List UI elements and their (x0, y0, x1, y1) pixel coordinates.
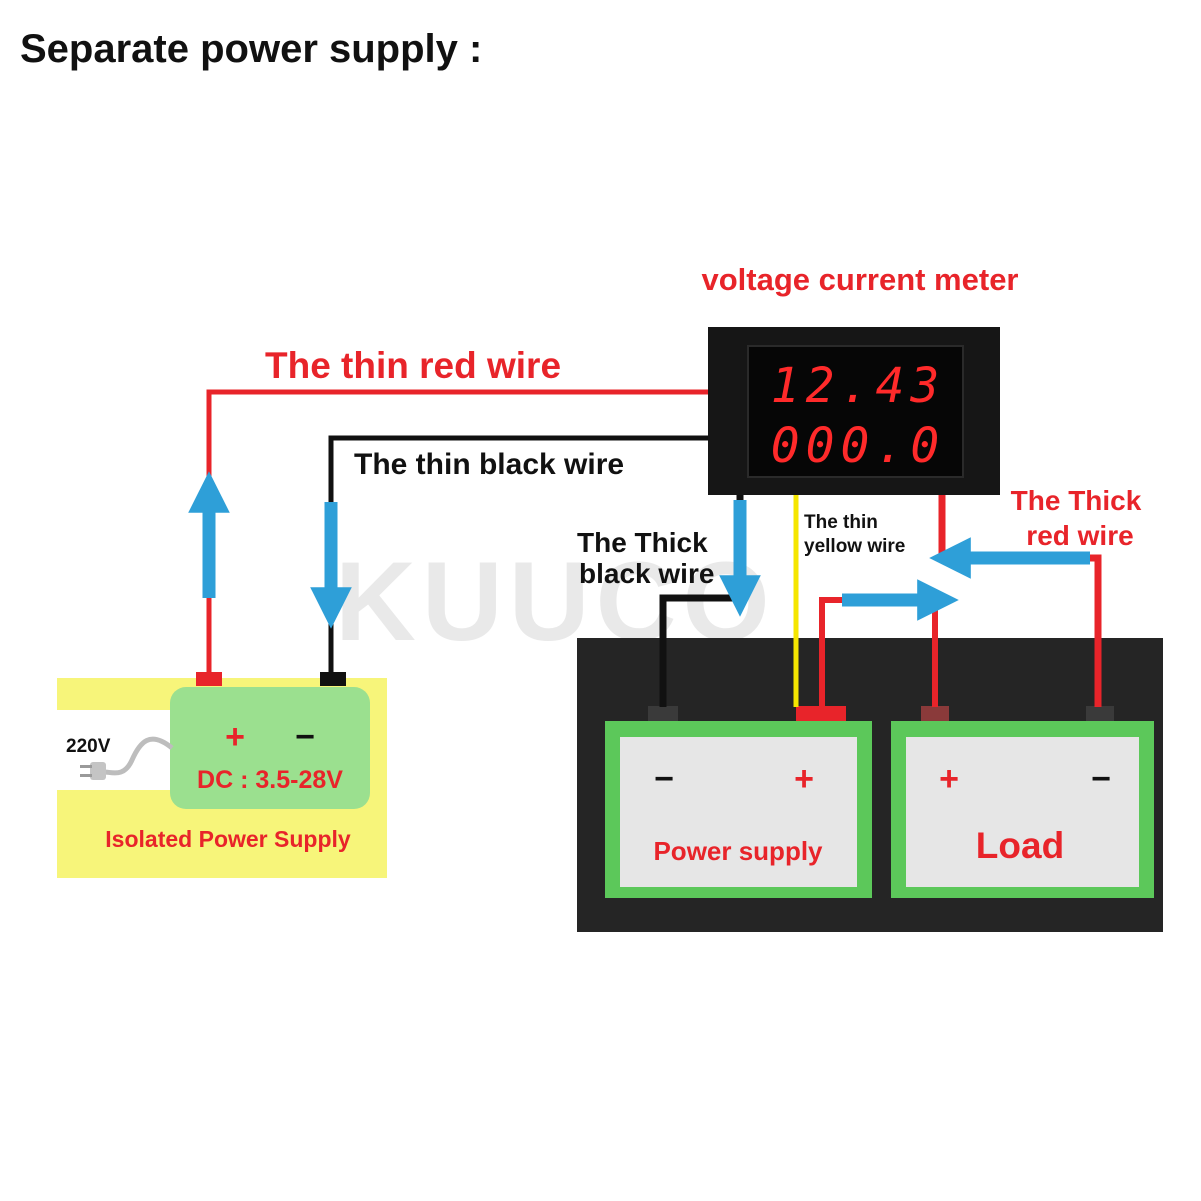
thin-yellow-wire-label-line1: The thin (804, 512, 878, 533)
isolated-minus-terminal (320, 672, 346, 686)
power-supply-minus-sign: − (654, 760, 674, 798)
load-minus-terminal (1086, 706, 1114, 721)
thin-yellow-wire-label-line2: yellow wire (804, 536, 905, 557)
isolated-supply-cutout (57, 710, 175, 790)
meter-screen (747, 345, 964, 478)
load-minus-sign: − (1091, 760, 1111, 798)
load-battery: + − Load (891, 706, 1154, 898)
thick-red-wire-label-line2: red wire (1026, 520, 1133, 551)
voltage-readout: 12.43 (771, 358, 946, 414)
power-supply-plus-terminal (796, 706, 846, 721)
power-supply-label: Power supply (653, 836, 823, 866)
mains-voltage-label: 220V (66, 736, 111, 757)
thin-black-wire-label: The thin black wire (354, 448, 624, 481)
power-supply-face (620, 737, 857, 887)
thick-red-wire-label-line1: The Thick (1011, 485, 1142, 516)
isolated-supply-box (170, 687, 370, 809)
thick-black-wire-label-line1: The Thick (577, 527, 708, 558)
isolated-plus-sign: + (225, 718, 245, 756)
load-plus-terminal (921, 706, 949, 721)
isolated-minus-sign: − (295, 718, 315, 756)
voltage-current-meter: voltage current meter 12.43 000.0 (702, 262, 1019, 495)
power-supply-minus-terminal (648, 706, 678, 721)
isolated-power-supply: + − DC : 3.5-28V Isolated Power Supply 2… (57, 672, 387, 878)
isolated-supply-label: Isolated Power Supply (105, 826, 351, 852)
page-title: Separate power supply : (20, 27, 482, 71)
load-plus-sign: + (939, 760, 959, 798)
isolated-supply-rating: DC : 3.5-28V (197, 766, 343, 794)
main-circuit-panel: − + Power supply + − Load (577, 638, 1163, 932)
current-readout: 000.0 (771, 418, 946, 474)
plug-icon (80, 762, 106, 780)
isolated-plus-terminal (196, 672, 222, 686)
mains-cable (103, 736, 174, 776)
current-flow-arrows (188, 471, 1090, 629)
thin-red-wire-label: The thin red wire (265, 345, 561, 386)
load-label: Load (976, 825, 1064, 866)
load-face (906, 737, 1139, 887)
power-supply-battery: − + Power supply (605, 706, 872, 898)
meter-label: voltage current meter (702, 262, 1019, 297)
power-supply-plus-sign: + (794, 760, 814, 798)
thick-black-wire-label-line2: black wire (579, 558, 714, 589)
